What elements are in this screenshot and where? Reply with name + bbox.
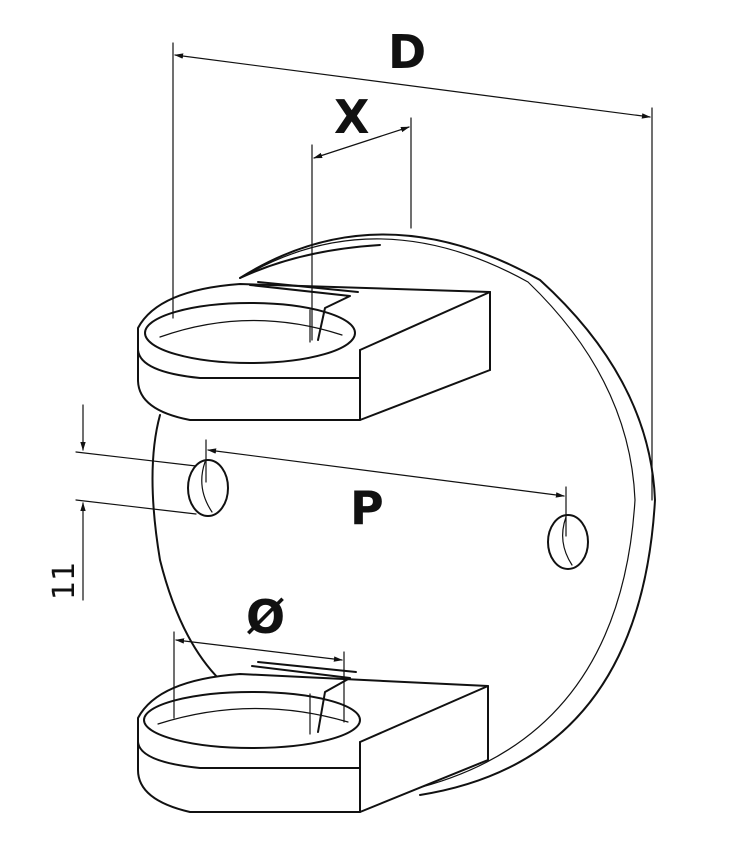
plate-left-edge	[151, 414, 221, 681]
upper-saddle	[137, 281, 491, 421]
label-X: X	[334, 90, 369, 144]
label-D: D	[388, 25, 426, 79]
plate-top-edge	[239, 244, 381, 279]
mounting-hole-right	[547, 514, 589, 570]
dimension-D: D	[172, 25, 653, 501]
label-P: P	[350, 481, 384, 535]
mounting-hole-left	[187, 459, 229, 517]
lower-pipe-bore	[143, 691, 361, 749]
dimension-diameter: Ø	[173, 590, 345, 723]
lower-saddle	[137, 661, 489, 813]
upper-pipe-bore	[144, 302, 356, 364]
dimension-X: X	[311, 90, 412, 341]
dimension-thickness: 11	[47, 404, 197, 601]
plate-rim-inner	[247, 238, 636, 791]
plate-rim-outer	[239, 233, 656, 796]
upper-slot	[249, 284, 351, 341]
lower-slot	[251, 665, 351, 733]
label-diameter: Ø	[246, 590, 285, 644]
label-thickness: 11	[47, 562, 82, 600]
dimension-P: P	[205, 439, 567, 537]
